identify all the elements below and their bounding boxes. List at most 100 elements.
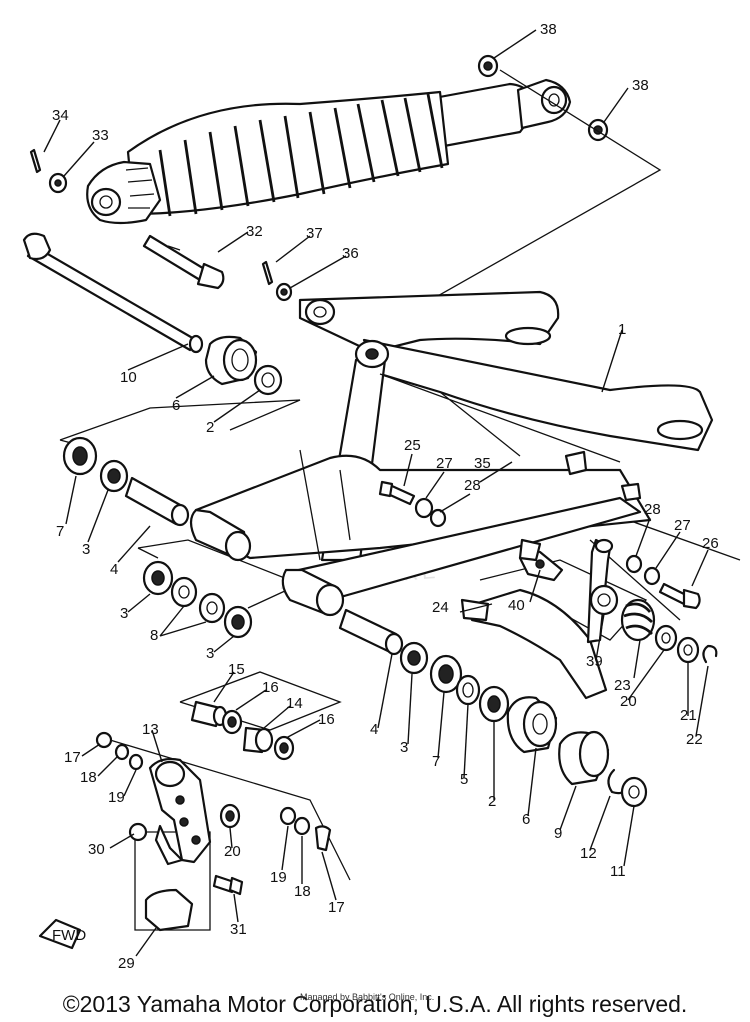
bearing-3-left-b	[142, 560, 174, 596]
callout-29: 29	[118, 955, 135, 972]
callout-38-top: 38	[540, 21, 557, 38]
bearing-3-left-c	[223, 605, 253, 639]
seal-7-left	[62, 436, 98, 476]
collar-4-left	[124, 476, 190, 527]
callout-15: 15	[228, 661, 245, 678]
callout-28-center: 28	[464, 477, 481, 494]
callout-6-top: 6	[172, 397, 180, 414]
shock-washer-lower	[587, 118, 609, 142]
site-credit: Managed by Babbitt's Online, Inc.	[300, 992, 435, 1002]
callout-3-left-a: 3	[82, 541, 90, 558]
seal-7-right	[429, 654, 463, 694]
callout-19-left: 19	[108, 789, 125, 806]
swingarm-exploded-diagram: ADVENTURE	[22, 21, 741, 972]
assembly-lines	[59, 69, 741, 931]
callout-39: 39	[586, 653, 603, 670]
callout-35: 35	[474, 455, 491, 472]
washer-36	[275, 282, 293, 302]
cover-29	[144, 888, 194, 932]
washer-21	[676, 636, 700, 664]
bushing-6-top	[204, 335, 258, 386]
callout-7-right: 7	[432, 753, 440, 770]
callout-17-right: 17	[328, 899, 345, 916]
bolt-31	[212, 874, 244, 896]
callout-19-right: 19	[270, 869, 287, 886]
callout-21: 21	[680, 707, 697, 724]
callout-33: 33	[92, 127, 109, 144]
callout-12: 12	[580, 845, 597, 862]
footer: ©2013 Yamaha Motor Corporation, U.S.A. A…	[0, 986, 750, 1022]
nut-11	[620, 776, 648, 808]
callout-22: 22	[686, 731, 703, 748]
callout-4-left: 4	[110, 561, 118, 578]
callout-8: 8	[150, 627, 158, 644]
callout-4-right: 4	[370, 721, 378, 738]
collar-39	[589, 584, 619, 616]
callout-40: 40	[508, 597, 525, 614]
callout-27-center: 27	[436, 455, 453, 472]
cotter-pin-37	[261, 260, 274, 286]
bolt-17-right	[314, 825, 332, 852]
washer-20-right	[654, 624, 678, 652]
swing-arm	[189, 290, 714, 617]
bolt-25	[378, 480, 416, 506]
washer-16-b	[273, 735, 295, 761]
callout-32: 32	[246, 223, 263, 240]
callout-numbers: 38 38 34 33 32 37 36 1 10 6 2 25 27 35 2…	[52, 21, 719, 972]
callout-11: 11	[610, 863, 626, 880]
washer-2-top	[253, 364, 283, 396]
pivot-shaft	[22, 232, 204, 354]
washer-2-right	[478, 685, 510, 723]
bracket-13	[148, 757, 212, 866]
callout-31: 31	[230, 921, 247, 938]
shock-washer-upper	[477, 54, 499, 78]
callout-2-right: 2	[488, 793, 496, 810]
bearing-3-right	[399, 641, 429, 675]
callout-1: 1	[618, 321, 626, 338]
washer-18-right	[293, 816, 311, 836]
bushing-6-right	[506, 696, 558, 754]
cotter-pin-34	[29, 148, 42, 174]
tensioner-arm	[460, 538, 614, 700]
washer-19-left	[128, 753, 144, 771]
forward-arrow-icon: FWD	[38, 918, 86, 950]
callout-3-right: 3	[400, 739, 408, 756]
callout-24: 24	[432, 599, 449, 616]
washer-28-right	[625, 554, 643, 574]
callout-23: 23	[614, 677, 631, 694]
callout-27-right: 27	[674, 517, 691, 534]
callout-3-left-b: 3	[120, 605, 128, 622]
callout-38-lower: 38	[632, 77, 649, 94]
callout-28-right: 28	[644, 501, 661, 518]
washer-27-center	[414, 497, 434, 519]
bushing-15	[190, 700, 228, 728]
callout-18-right: 18	[294, 883, 311, 900]
rear-shock-absorber	[86, 78, 572, 225]
spacer-8-a	[170, 576, 198, 608]
callout-14: 14	[286, 695, 303, 712]
callout-20-right: 20	[620, 693, 637, 710]
washer-27-right	[643, 566, 661, 586]
callout-37: 37	[306, 225, 323, 242]
callout-9: 9	[554, 825, 562, 842]
cap-9	[558, 730, 610, 786]
callout-18-left: 18	[80, 769, 97, 786]
callout-2-top: 2	[206, 419, 214, 436]
washer-19-right	[279, 806, 297, 826]
callout-17-left: 17	[64, 749, 81, 766]
washer-16-a	[221, 709, 243, 735]
callout-20-center: 20	[224, 843, 241, 860]
callout-25: 25	[404, 437, 421, 454]
callout-7-left: 7	[56, 523, 64, 540]
callout-3-left-c: 3	[206, 645, 214, 662]
callout-10: 10	[120, 369, 137, 386]
callout-16-a: 16	[262, 679, 279, 696]
callout-26: 26	[702, 535, 719, 552]
nut-30	[128, 822, 148, 842]
bearing-3-left-a	[99, 459, 129, 493]
washer-33	[48, 172, 68, 194]
spring-23	[620, 598, 656, 642]
bolt-26	[658, 582, 701, 610]
washer-5	[455, 674, 481, 706]
bracket-40	[518, 538, 564, 582]
